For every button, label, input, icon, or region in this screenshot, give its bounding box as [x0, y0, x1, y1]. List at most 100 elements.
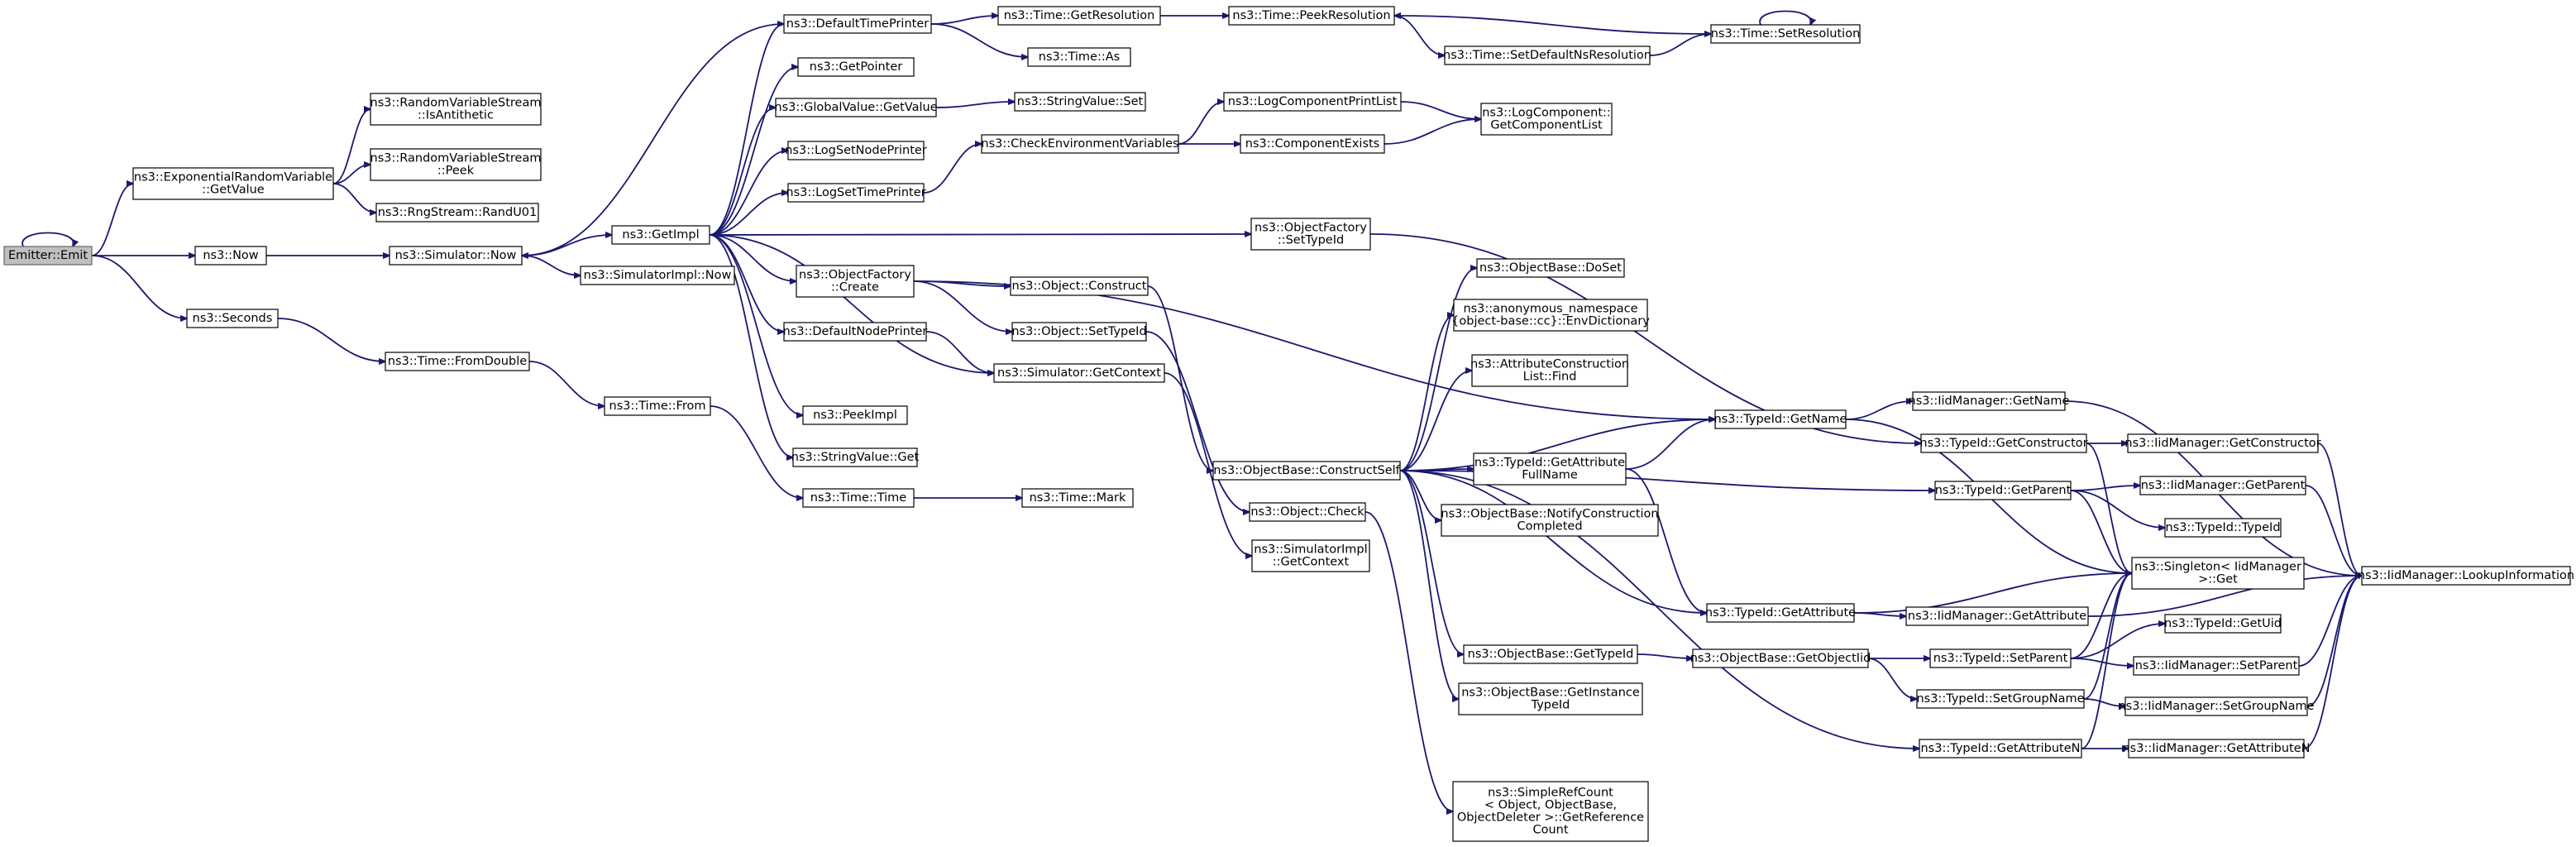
- node-svget[interactable]: ns3::StringValue::Get: [791, 447, 920, 467]
- node-srcref[interactable]: ns3::SimpleRefCount< Object, ObjectBase,…: [1452, 781, 1649, 842]
- node-label: ns3::LogComponentPrintList: [1228, 95, 1398, 108]
- node-ofsettid[interactable]: ns3::ObjectFactory::SetTypeId: [1250, 218, 1371, 251]
- node-tidsetgroup[interactable]: ns3::TypeId::SetGroupName: [1916, 689, 2085, 709]
- node-iidlookup[interactable]: ns3::IidManager::LookupInformation: [2358, 566, 2574, 586]
- node-isanti[interactable]: ns3::RandomVariableStream::IsAntithetic: [370, 93, 542, 126]
- node-peekres[interactable]: ns3::Time::PeekResolution: [1228, 6, 1395, 26]
- edge-ofsettid-to-tidgetctor: [1369, 233, 1921, 443]
- node-box: [1223, 92, 1402, 112]
- edge-simnow-to-getimpl: [521, 235, 612, 256]
- node-fromdouble[interactable]: ns3::Time::FromDouble: [385, 352, 530, 371]
- node-label: ns3::Time::Time: [810, 491, 907, 505]
- edge-obgettid-to-obgetobjiid: [1637, 653, 1693, 658]
- node-box: [2361, 566, 2571, 586]
- edge-gvget-to-svset: [935, 102, 1015, 108]
- node-box: [792, 447, 918, 467]
- node-box: [1021, 488, 1134, 508]
- node-iidgetctor[interactable]: ns3::IidManager::GetConstructor: [2124, 433, 2321, 453]
- node-label: ::GetContext: [1273, 556, 1350, 569]
- node-label: ns3::Time::As: [1039, 50, 1120, 64]
- node-timemark[interactable]: ns3::Time::Mark: [1021, 488, 1134, 508]
- node-now1[interactable]: ns3::Now: [194, 246, 267, 266]
- node-iidgetparent[interactable]: ns3::IidManager::GetParent: [2139, 476, 2306, 495]
- node-dnp[interactable]: ns3::DefaultNodePrinter: [783, 322, 928, 342]
- node-obconstructself[interactable]: ns3::ObjectBase::ConstructSelf: [1212, 461, 1401, 481]
- node-obgetobjiid[interactable]: ns3::ObjectBase::GetObjectIid: [1690, 648, 1871, 668]
- node-timeas[interactable]: ns3::Time::As: [1027, 47, 1131, 67]
- node-label: ns3::TypeId::TypeId: [2165, 521, 2280, 534]
- edge-fromdouble-to-timefrom: [528, 361, 605, 406]
- node-tidgetname[interactable]: ns3::TypeId::GetName: [1714, 409, 1847, 429]
- node-setdefns[interactable]: ns3::Time::SetDefaultNsResolution: [1443, 45, 1651, 65]
- edge-exprv-to-peek: [332, 165, 370, 184]
- node-obgettid[interactable]: ns3::ObjectBase::GetTypeId: [1463, 644, 1638, 664]
- node-tidgetctor[interactable]: ns3::TypeId::GetConstructor: [1919, 433, 2088, 453]
- node-simnow[interactable]: ns3::Simulator::Now: [389, 246, 523, 266]
- node-iidgetname[interactable]: ns3::IidManager::GetName: [1909, 391, 2070, 411]
- node-compexists[interactable]: ns3::ComponentExists: [1240, 134, 1385, 154]
- node-label: ns3::TypeId::GetName: [1714, 413, 1847, 426]
- node-getimpl[interactable]: ns3::GetImpl: [611, 225, 710, 245]
- node-label: ns3::TypeId::GetAttributeN: [1920, 742, 2080, 755]
- node-tidgetattr[interactable]: ns3::TypeId::GetAttribute: [1705, 603, 1856, 623]
- node-ofcreate[interactable]: ns3::ObjectFactory::Create: [796, 265, 915, 298]
- node-iidsetparent[interactable]: ns3::IidManager::SetParent: [2133, 656, 2300, 676]
- node-box: [1011, 322, 1147, 342]
- node-simimplgetctx[interactable]: ns3::SimulatorImpl::GetContext: [1251, 539, 1370, 572]
- node-tidsetparent[interactable]: ns3::TypeId::SetParent: [1929, 648, 2072, 668]
- node-setres[interactable]: ns3::Time::SetResolution: [1710, 24, 1861, 44]
- node-obdoset[interactable]: ns3::ObjectBase::DoSet: [1476, 258, 1625, 278]
- node-lcgcl[interactable]: ns3::LogComponent::GetComponentList: [1480, 103, 1613, 136]
- node-objconstruct[interactable]: ns3::Object::Construct: [1010, 276, 1149, 296]
- node-logcpl[interactable]: ns3::LogComponentPrintList: [1223, 92, 1402, 112]
- node-tidtypeid[interactable]: ns3::TypeId::TypeId: [2164, 518, 2282, 538]
- node-tidgetparent[interactable]: ns3::TypeId::GetParent: [1934, 481, 2072, 500]
- node-label: ns3::SimulatorImpl: [1254, 543, 1367, 557]
- edge-setres-to-setres: [1759, 10, 1811, 26]
- node-getres[interactable]: ns3::Time::GetResolution: [997, 6, 1161, 26]
- node-iidgetattr[interactable]: ns3::IidManager::GetAttribute: [1905, 606, 2089, 626]
- node-box: [2128, 739, 2305, 758]
- node-iidgetattrn[interactable]: ns3::IidManager::GetAttributeN: [2122, 739, 2311, 758]
- node-singleton[interactable]: ns3::Singleton< IidManager >::Get: [2131, 557, 2305, 590]
- node-simgetctx[interactable]: ns3::Simulator::GetContext: [993, 363, 1165, 383]
- node-gvget[interactable]: ns3::GlobalValue::GetValue: [774, 98, 938, 117]
- node-svset[interactable]: ns3::StringValue::Set: [1014, 92, 1146, 112]
- node-envdict[interactable]: ns3::anonymous_namespace{object-base::cc…: [1451, 299, 1650, 332]
- edge-iidgetparent-to-iidlookup: [2305, 485, 2362, 576]
- node-randu01[interactable]: ns3::RngStream::RandU01: [375, 203, 539, 223]
- node-objsettid[interactable]: ns3::Object::SetTypeId: [1011, 322, 1147, 342]
- node-emit[interactable]: Emitter::Emit: [3, 246, 93, 266]
- node-exprv[interactable]: ns3::ExponentialRandomVariable::GetValue: [132, 167, 334, 200]
- node-seconds[interactable]: ns3::Seconds: [186, 309, 279, 328]
- node-objcheck[interactable]: ns3::Object::Check: [1249, 502, 1366, 522]
- node-label: ns3::ObjectBase::NotifyConstruction: [1441, 508, 1658, 521]
- edge-exprv-to-isanti: [332, 109, 370, 184]
- edge-compexists-to-lcgcl: [1384, 119, 1481, 145]
- node-box: [1929, 648, 2072, 668]
- node-iidsetgroup[interactable]: ns3::IidManager::SetGroupName: [2118, 696, 2315, 716]
- node-getpointer[interactable]: ns3::GetPointer: [797, 57, 915, 77]
- node-dtp[interactable]: ns3::DefaultTimePrinter: [783, 14, 932, 34]
- node-label: ns3::GlobalValue::GetValue: [774, 101, 937, 114]
- node-peekimpl[interactable]: ns3::PeekImpl: [802, 405, 908, 425]
- node-box: [802, 488, 915, 508]
- node-checkenv[interactable]: ns3::CheckEnvironmentVariables: [981, 134, 1179, 154]
- node-box: [2127, 433, 2319, 453]
- edge-simgetctx-to-simimplgetctx: [1164, 372, 1252, 556]
- node-tidgetuid[interactable]: ns3::TypeId::GetUid: [2164, 614, 2282, 634]
- edge-getimpl-to-svget: [709, 234, 793, 457]
- node-label: ns3::LogSetTimePrinter: [786, 186, 925, 199]
- node-logsettime[interactable]: ns3::LogSetTimePrinter: [786, 183, 926, 203]
- node-peek[interactable]: ns3::RandomVariableStream::Peek: [370, 148, 542, 181]
- node-timefrom[interactable]: ns3::Time::From: [604, 396, 711, 416]
- node-simimplnow[interactable]: ns3::SimulatorImpl::Now: [580, 266, 735, 285]
- node-tidgetattrn[interactable]: ns3::TypeId::GetAttributeN: [1919, 739, 2082, 758]
- node-label: ns3::Object::Check: [1250, 505, 1364, 519]
- node-logsetnode[interactable]: ns3::LogSetNodePrinter: [785, 141, 927, 160]
- node-timetime[interactable]: ns3::Time::Time: [802, 488, 915, 508]
- node-obnotify[interactable]: ns3::ObjectBase::NotifyConstructionCompl…: [1441, 504, 1659, 537]
